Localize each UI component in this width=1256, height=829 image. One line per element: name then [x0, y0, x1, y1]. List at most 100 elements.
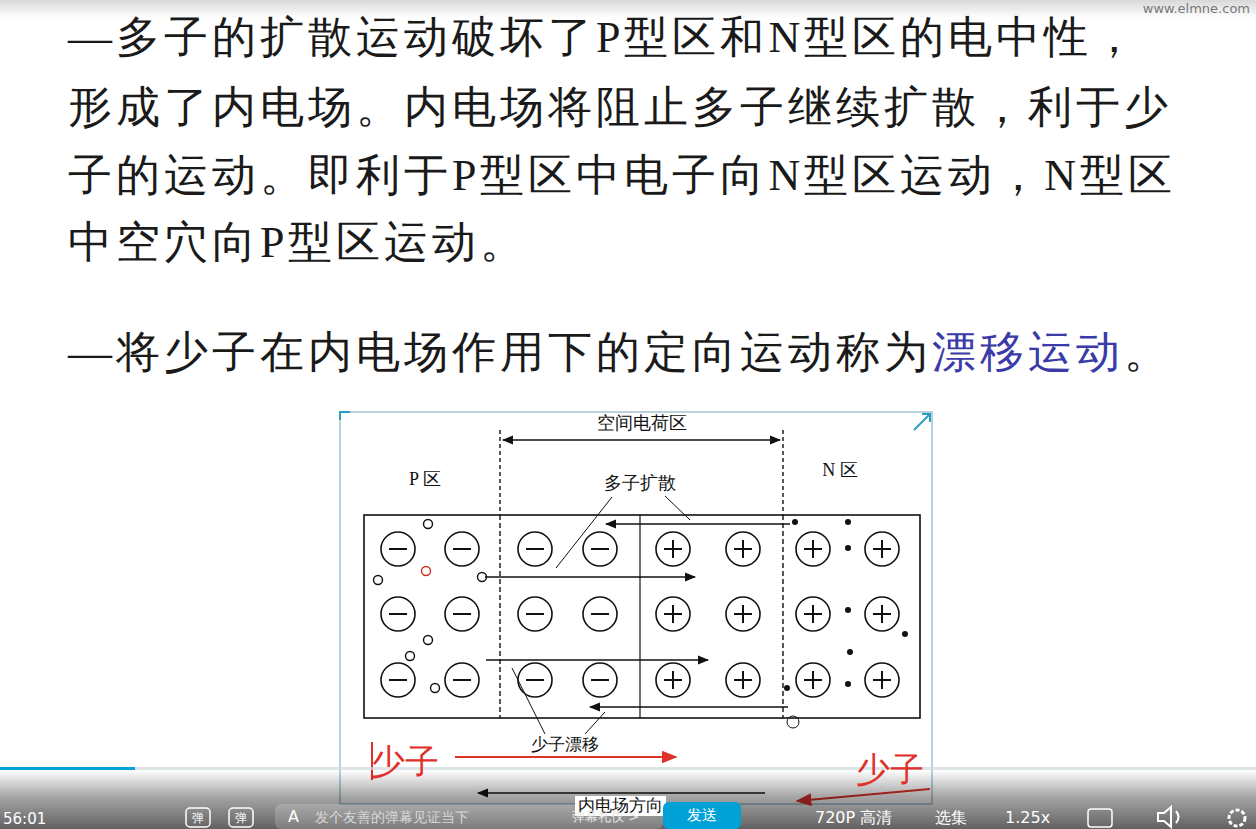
- player-text: 56:01: [3, 810, 46, 828]
- sign-bar: [453, 613, 471, 615]
- player-text: A: [288, 807, 299, 826]
- boundary-line: [782, 515, 783, 718]
- ion-symbol: [796, 597, 830, 631]
- ion-circle: [518, 532, 552, 566]
- ion-circle: [381, 532, 415, 566]
- ion-symbol: [656, 532, 690, 566]
- ion-symbol: [656, 663, 690, 697]
- leader-line: [512, 668, 545, 734]
- electron-dot: [845, 607, 851, 613]
- body-text: —多子的扩散运动破坏了P型区和N型区的电中性，: [68, 12, 1140, 65]
- semiconductor-block: [364, 515, 920, 718]
- electron-group: [784, 519, 908, 691]
- sign-bar: [672, 540, 674, 558]
- ion-symbol: [518, 532, 552, 566]
- electron-dot: [902, 631, 908, 637]
- danmaku-icon: [186, 808, 210, 827]
- progress-track: [0, 767, 1256, 770]
- figure-label: 少子: [856, 750, 924, 791]
- ion-symbol: [583, 663, 617, 697]
- leader-line: [665, 496, 690, 520]
- ion-group: [381, 532, 899, 697]
- diffusion-arrow: [485, 576, 695, 577]
- figure-frame: [340, 412, 932, 804]
- hole-dot: [787, 716, 799, 728]
- ion-circle: [865, 532, 899, 566]
- ion-circle: [381, 663, 415, 697]
- player-text: 发个友善的弹幕见证当下: [315, 809, 469, 826]
- sign-bar: [742, 540, 744, 558]
- ion-symbol: [796, 663, 830, 697]
- hole-dot: [431, 684, 440, 693]
- sign-bar: [812, 540, 814, 558]
- figure-label: 少子漂移: [528, 735, 602, 755]
- player-text: 弹: [235, 811, 247, 825]
- ion-circle: [796, 532, 830, 566]
- ion-symbol: [656, 597, 690, 631]
- danmaku-icon: [229, 808, 253, 827]
- ion-symbol: [445, 532, 479, 566]
- body-text: 中空穴向P型区运动。: [68, 217, 528, 270]
- sign-bar: [591, 613, 609, 615]
- hole-group: [374, 520, 487, 693]
- hole-dot: [422, 567, 431, 576]
- electron-dot: [845, 681, 851, 687]
- player-text: 1.25x: [1005, 808, 1050, 827]
- hole-dot: [406, 652, 415, 661]
- ion-circle: [796, 597, 830, 631]
- electron-dot: [784, 685, 790, 691]
- ion-circle: [518, 663, 552, 697]
- ion-symbol: [445, 597, 479, 631]
- ion-symbol: [518, 597, 552, 631]
- hand-arrow: [455, 756, 676, 758]
- ion-circle: [726, 597, 760, 631]
- dimension-arrow: [503, 439, 780, 440]
- diffusion-arrow: [606, 523, 790, 524]
- figure-label: www.elmne.com: [1143, 1, 1250, 17]
- ion-symbol: [583, 597, 617, 631]
- ion-symbol: [865, 532, 899, 566]
- ion-symbol: [381, 597, 415, 631]
- body-text: 漂移运动: [932, 327, 1124, 380]
- electron-dot: [847, 649, 853, 655]
- sign-bar: [672, 671, 674, 689]
- sign-bar: [453, 548, 471, 550]
- figure-label: 多子扩散: [604, 473, 676, 495]
- player-text: 选集: [935, 808, 967, 827]
- sign-bar: [591, 679, 609, 681]
- body-text: 形成了内电场。内电场将阻止多子继续扩散，利于少: [68, 82, 1172, 135]
- sign-bar: [526, 679, 544, 681]
- volume-icon: [1158, 807, 1179, 827]
- ion-circle: [583, 663, 617, 697]
- figure-label: P 区: [409, 469, 441, 491]
- ion-symbol: [583, 532, 617, 566]
- send-button: 发送: [663, 802, 741, 829]
- player-text: 720P 高清: [815, 808, 892, 827]
- ion-circle: [865, 597, 899, 631]
- sign-bar: [812, 605, 814, 623]
- body-text: —将少子在内电场作用下的定向运动称为: [68, 327, 932, 380]
- figure-label: 少子: [371, 742, 439, 783]
- sign-bar: [526, 548, 544, 550]
- ion-circle: [726, 532, 760, 566]
- ion-symbol: [518, 663, 552, 697]
- ion-symbol: [381, 663, 415, 697]
- frame-corner: [914, 414, 930, 430]
- hole-dot: [424, 636, 433, 645]
- electron-dot: [845, 545, 851, 551]
- ion-circle: [583, 597, 617, 631]
- sign-bar: [672, 605, 674, 623]
- body-text: 子的运动。即利于P型区中电子向N型区运动，N型区: [68, 150, 1176, 203]
- sign-bar: [742, 605, 744, 623]
- ion-circle: [656, 597, 690, 631]
- settings-icon: [1229, 810, 1245, 826]
- sign-bar: [389, 548, 407, 550]
- figure-label: 空间电荷区: [594, 413, 690, 435]
- sign-bar: [389, 613, 407, 615]
- sign-bar: [742, 671, 744, 689]
- sign-bar: [881, 605, 883, 623]
- figure-label: N 区: [822, 460, 858, 482]
- ion-circle: [445, 663, 479, 697]
- hole-dot: [374, 576, 383, 585]
